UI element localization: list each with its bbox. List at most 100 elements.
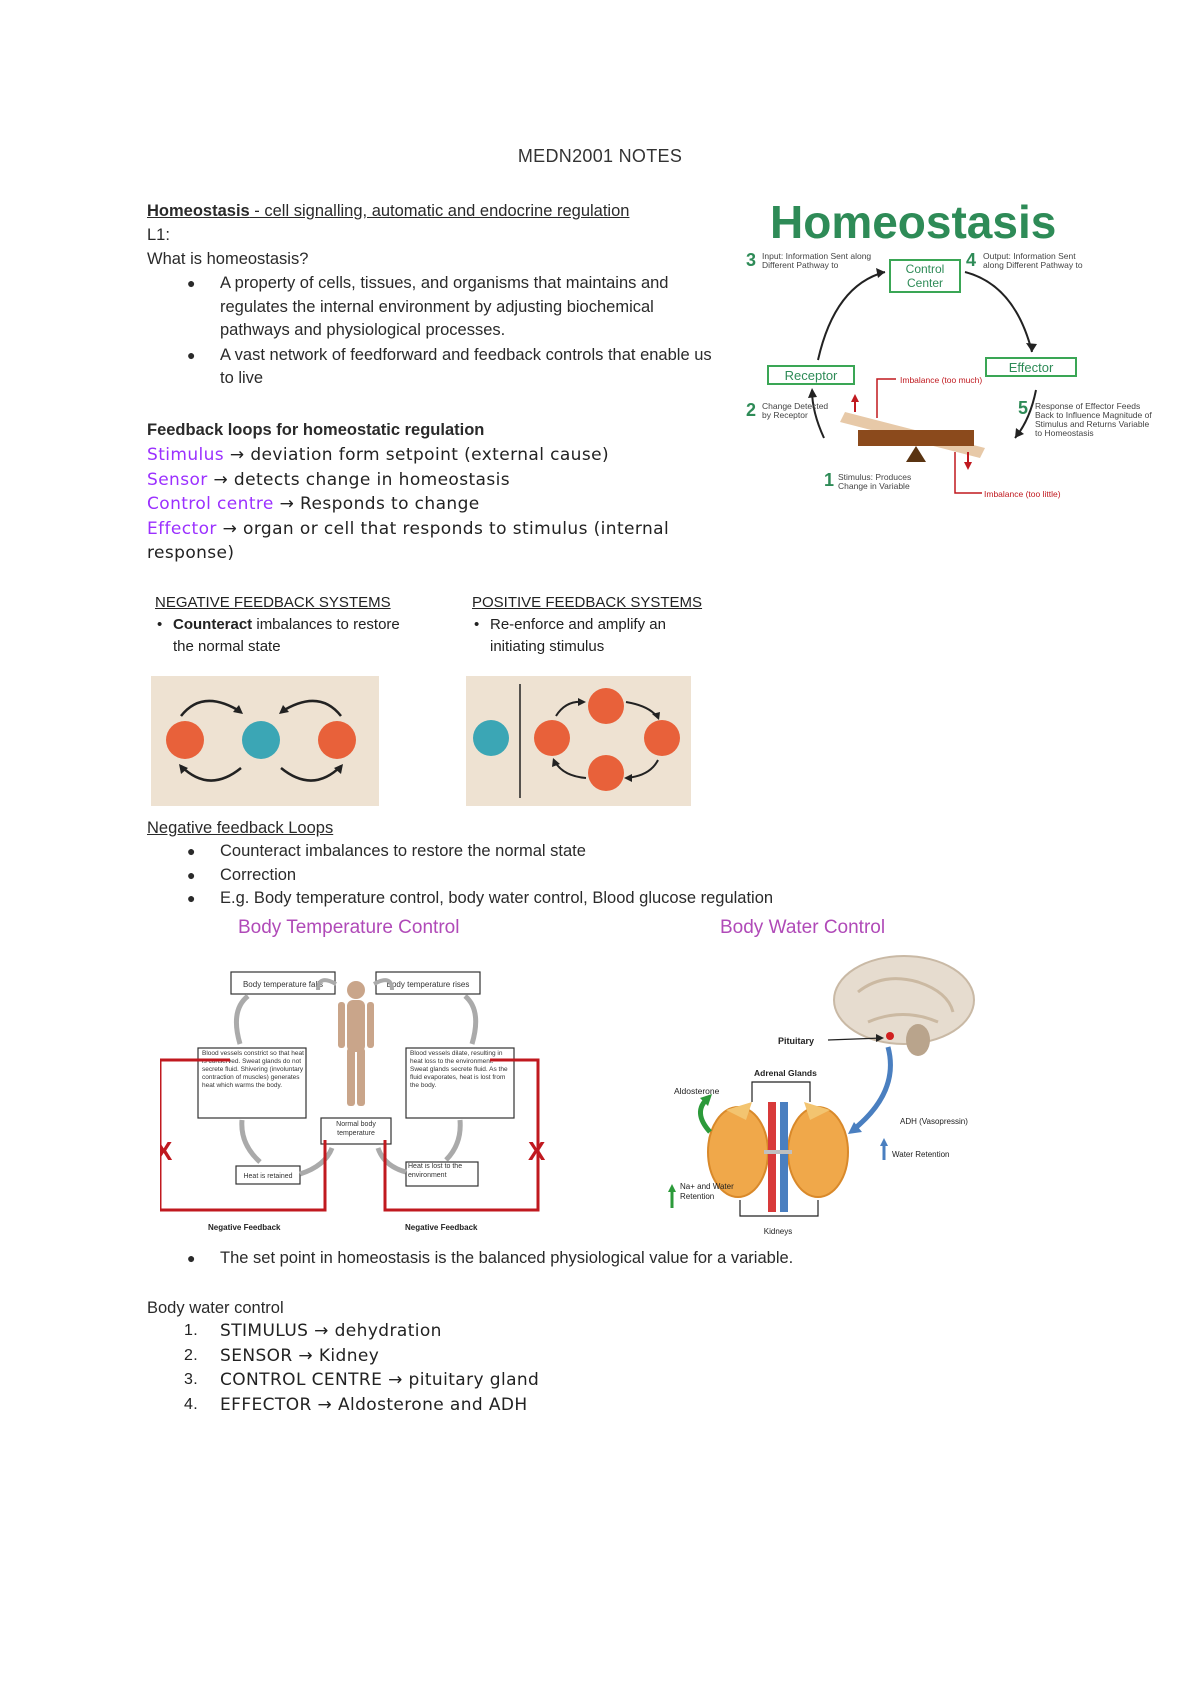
positive-feedback-diagram [466,676,691,806]
feedback-loop-left [160,1058,327,1212]
x-mark-left: X [160,1136,173,1166]
svg-text:Body temperature falls: Body temperature falls [243,980,323,989]
definition-control-centre: Control centre → Responds to change [147,494,480,514]
step-2-number: 2 [746,400,756,420]
list-item: 1.STIMULUS → dehydration [184,1321,442,1341]
kidney-right [787,1106,849,1198]
svg-text:Heat is retained: Heat is retained [243,1173,292,1180]
node-left [534,720,570,756]
step-1-number: 1 [824,470,834,490]
human-figure [338,981,374,1106]
negative-feedback-diagram [151,676,379,806]
list-item: ●Counteract imbalances to restore the no… [187,842,586,860]
step-2-text: Change Detected by Receptor [762,402,829,420]
feedback-heading: Feedback loops for homeostatic regulatio… [147,421,485,439]
imbalance-low-label: Imbalance (too little) [984,489,1061,499]
step-4-text: Output: Information Sent along Different… [983,252,1083,270]
list-item: 4.EFFECTOR → Aldosterone and ADH [184,1394,528,1415]
positive-systems-heading: POSITIVE FEEDBACK SYSTEMS [472,594,703,611]
step-3-number: 3 [746,250,756,270]
homeostasis-cycle-figure: Homeostasis Control Center Receptor Effe… [746,196,1152,499]
node-right [318,721,356,759]
list-item: ●E.g. Body temperature control, body wat… [187,889,774,907]
brain [833,955,975,1045]
vena-cava [780,1102,788,1212]
homeostasis-heading: Homeostasis [147,202,250,220]
node-right [644,720,680,756]
adrenal-left [726,1102,752,1120]
arrow-receptor-to-control [817,271,886,361]
list-item: 3.CONTROL CENTRE → pituitary gland [184,1370,540,1390]
control-center-label: Control [906,262,945,276]
definition-stimulus: Stimulus → deviation form setpoint (exte… [147,445,610,465]
node-left [166,721,204,759]
water-retention-label: Water Retention [892,1150,950,1159]
box-retained [235,1165,301,1185]
positive-systems-block: POSITIVE FEEDBACK SYSTEMS •Re-enforce an… [472,592,712,658]
box-normal [320,1117,392,1145]
lecture-label: L1: [147,226,170,244]
homeostasis-heading-line: Homeostasis - cell signalling, automatic… [147,199,707,223]
body-water-heading: Body water control [147,1299,284,1317]
negative-systems-bullet: •Counteract imbalances to restore the no… [157,616,400,655]
negative-systems-block: NEGATIVE FEEDBACK SYSTEMS •Counteract im… [155,592,415,658]
body-temp-title: Body Temperature Control [238,917,460,938]
arrow-control-to-effector [964,271,1033,353]
document-title: MEDN2001 NOTES [517,146,683,166]
dilate-text: Blood vessels dilate, resulting in heat … [410,1050,508,1089]
adrenal-right [804,1102,830,1120]
body-water-list: 1.STIMULUS → dehydration 2.SENSOR → Kidn… [147,1319,747,1417]
pituitary-gland [886,1032,894,1040]
node-start [473,720,509,756]
imbalance-high-label: Imbalance (too much) [900,375,982,385]
body-temperature-diagram: Body temperature falls Body temperature … [160,971,546,1232]
negative-systems-heading: NEGATIVE FEEDBACK SYSTEMS [155,594,391,611]
figure-title: Homeostasis [770,196,1056,248]
node-top [588,688,624,724]
lost-text: Heat is lost to the environment [408,1163,463,1179]
step-5-number: 5 [1018,398,1028,418]
effector-label: Effector [1009,360,1054,375]
na-water-label: Na+ and Water Retention [680,1182,734,1201]
node-center [242,721,280,759]
feedback-definitions: Stimulus → deviation form setpoint (exte… [147,443,707,566]
aorta [768,1102,776,1212]
seesaw-beam [858,430,974,446]
aldosterone-label: Aldosterone [674,1086,720,1096]
list-item: 2.SENSOR → Kidney [184,1345,380,1366]
feedback-loop-right [383,1058,540,1212]
neg-feedback-label-left: Negative Feedback [208,1223,281,1232]
set-point-bullets: ●The set point in homeostasis is the bal… [147,1247,967,1271]
control-center-box [889,259,961,293]
negative-loops-heading: Negative feedback Loops [147,819,334,837]
definition-effector: Effector → organ or cell that responds t… [147,518,670,564]
svg-text:Body temperature rises: Body temperature rises [387,980,470,989]
receptor-box [767,365,855,385]
definition-sensor: Sensor → detects change in homeostasis [147,469,511,490]
step-1-text: Stimulus: Produces Change in Variable [838,473,912,491]
svg-text:Center: Center [907,276,943,290]
seesaw-fulcrum [906,446,926,462]
step-4-number: 4 [966,250,976,270]
adh-label: ADH (Vasopressin) [900,1117,968,1126]
step-5-text: Response of Effector Feeds Back to Influ… [1035,402,1152,438]
list-item: ●A vast network of feedforward and feedb… [187,345,712,388]
constrict-text: Blood vessels constrict so that heat is … [202,1050,304,1089]
list-item: ●A property of cells, tissues, and organ… [187,274,669,339]
adrenal-label: Adrenal Glands [754,1068,817,1078]
list-item: ●The set point in homeostasis is the bal… [187,1249,794,1267]
kidneys-label: Kidneys [764,1227,792,1236]
pituitary-label: Pituitary [778,1036,814,1046]
homeostasis-bullets: ●A property of cells, tissues, and organ… [147,272,727,391]
receptor-label: Receptor [785,368,838,383]
adh-arrow [851,1046,893,1132]
box-lost [405,1161,479,1187]
body-water-title: Body Water Control [720,917,886,938]
neg-feedback-label-right: Negative Feedback [405,1223,478,1232]
x-mark-right: X [528,1136,546,1166]
brainstem [906,1024,930,1056]
homeostasis-question: What is homeostasis? [147,250,309,268]
positive-systems-bullet: •Re-enforce and amplify an initiating st… [474,616,666,655]
list-item: ●Correction [187,865,297,884]
homeostasis-subheading: - cell signalling, automatic and endocri… [249,202,630,220]
